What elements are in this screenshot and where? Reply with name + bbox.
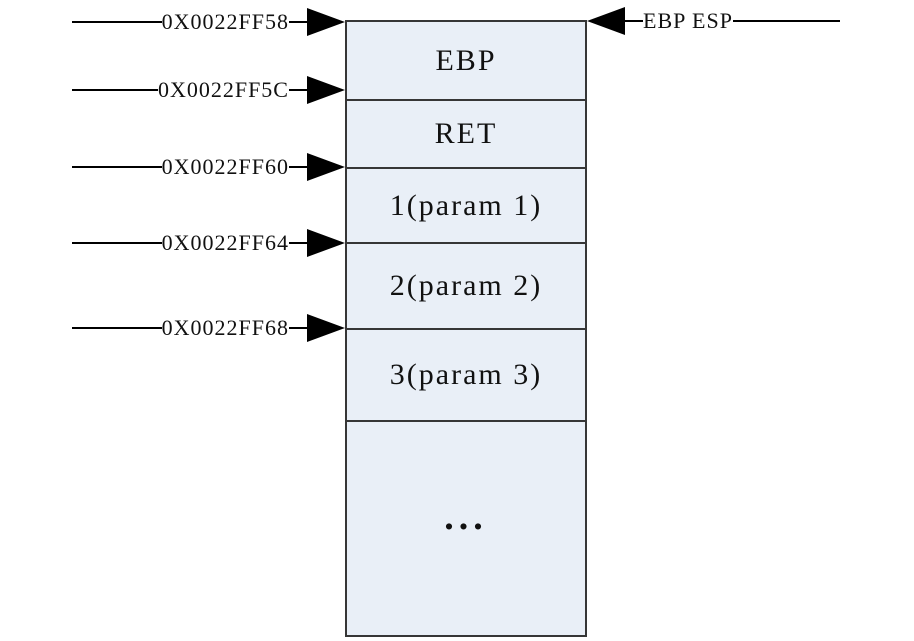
pointer-line-segment — [732, 20, 840, 22]
address-label: 0X0022FF60 — [161, 154, 289, 179]
address-pointer-row: 0X0022FF5C — [72, 73, 345, 107]
address-line-segment — [72, 21, 162, 23]
address-line-segment — [289, 21, 307, 23]
arrow-right-icon — [307, 76, 345, 104]
address-label: 0X0022FF5C — [157, 77, 289, 102]
address-label: 0X0022FF68 — [161, 315, 289, 340]
arrow-right-icon — [307, 8, 345, 36]
stack-cell-label: ... — [444, 495, 488, 538]
arrow-left-icon — [587, 7, 625, 35]
address-line-segment — [289, 89, 307, 91]
stack-cell-label: RET — [434, 117, 498, 150]
pointer-line-segment — [625, 20, 643, 22]
address-pointer-row: 0X0022FF60 — [72, 150, 345, 184]
register-pointer-label: EBP ESP — [643, 8, 733, 33]
arrow-right-icon — [307, 314, 345, 342]
address-line-segment — [72, 89, 158, 91]
address-line-segment — [289, 242, 307, 244]
arrow-right-icon — [307, 153, 345, 181]
stack-cell: RET — [347, 101, 585, 169]
stack-cell: EBP — [347, 22, 585, 101]
address-line-segment — [289, 166, 307, 168]
address-label: 0X0022FF64 — [161, 230, 289, 255]
address-line-segment — [72, 327, 162, 329]
stack-cell: 2(param 2) — [347, 244, 585, 330]
address-line-segment — [72, 242, 162, 244]
stack-cell: ... — [347, 422, 585, 635]
address-pointer-row: 0X0022FF68 — [72, 311, 345, 345]
stack-cell-label: 1(param 1) — [389, 188, 543, 222]
address-line-segment — [289, 327, 307, 329]
stack-cell-label: EBP — [435, 43, 497, 77]
register-pointer-row: EBP ESP — [587, 4, 840, 38]
arrow-right-icon — [307, 229, 345, 257]
address-label: 0X0022FF58 — [161, 9, 289, 34]
address-line-segment — [72, 166, 162, 168]
stack-cell-label: 3(param 3) — [389, 358, 543, 391]
address-pointer-row: 0X0022FF64 — [72, 226, 345, 260]
stack-cell-label: 2(param 2) — [389, 269, 543, 302]
stack-cell: 1(param 1) — [347, 169, 585, 244]
stack-box: EBP RET 1(param 1) 2(param 2) 3(param 3)... — [345, 20, 587, 637]
stack-cell: 3(param 3) — [347, 330, 585, 422]
address-pointer-row: 0X0022FF58 — [72, 5, 345, 39]
